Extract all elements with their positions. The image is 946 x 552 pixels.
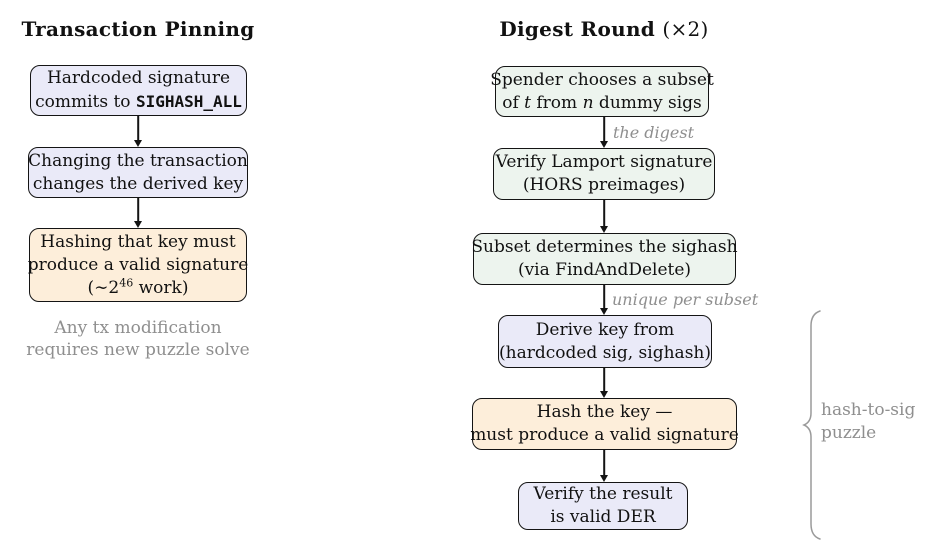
node-text: Verify the result <box>533 484 673 504</box>
math-var: n <box>582 92 594 113</box>
node-text: is valid DER <box>550 507 656 527</box>
arrow-head <box>600 141 608 148</box>
arrow-shaft <box>603 450 605 476</box>
node-line: is valid DER <box>550 506 655 529</box>
node-text: work) <box>133 277 189 298</box>
arrow-down-icon <box>598 450 610 482</box>
node-line: Verify Lamport signature <box>496 151 713 174</box>
node-text: Spender chooses a subset <box>490 69 714 90</box>
math-var: t <box>524 92 531 113</box>
node-verify-der: Verify the result is valid DER <box>518 482 688 530</box>
arrow-shaft <box>603 200 605 227</box>
right-column-title: Digest Round (×2) <box>466 17 742 41</box>
arrow-down-icon <box>598 200 610 233</box>
node-text: commits to <box>35 92 136 112</box>
arrow-head <box>134 140 142 147</box>
node-spender-subset: Spender chooses a subset of t from n dum… <box>490 66 714 117</box>
arrow-shaft <box>137 116 139 141</box>
curly-brace-icon <box>802 310 821 540</box>
node-text: (hardcoded sig, sighash) <box>499 342 711 363</box>
node-line: commits to SIGHASH_ALL <box>35 90 242 114</box>
node-text: Changing the transaction <box>28 150 248 171</box>
arrow-down-icon <box>132 116 144 147</box>
node-line: produce a valid signature <box>28 254 249 277</box>
node-text: must produce a valid signature <box>470 425 739 445</box>
arrow-shaft <box>603 285 605 309</box>
node-text: Hashing that key must <box>40 231 236 252</box>
node-hardcoded-signature: Hardcoded signature commits to SIGHASH_A… <box>30 65 247 116</box>
node-line: Verify the result <box>533 483 672 506</box>
node-text: dummy sigs <box>593 92 702 113</box>
brace-label: hash-to-sig puzzle <box>821 399 915 445</box>
edge-label-digest: the digest <box>613 123 694 142</box>
arrow-down-icon <box>598 285 610 315</box>
arrow-head <box>600 475 608 482</box>
code-text: SIGHASH_ALL <box>135 92 242 111</box>
arrow-down-icon <box>132 198 144 228</box>
arrow-shaft <box>603 117 605 142</box>
node-text: from <box>530 92 583 113</box>
node-changing-transaction: Changing the transaction changes the der… <box>28 147 248 198</box>
node-text: of <box>502 92 525 113</box>
left-footnote: Any tx modification requires new puzzle … <box>0 317 276 361</box>
footnote-line: Any tx modification <box>54 318 222 338</box>
node-text: Derive key from <box>535 319 675 340</box>
node-hash-the-key: Hash the key — must produce a valid sign… <box>470 398 739 450</box>
arrow-head <box>600 308 608 315</box>
arrow-shaft <box>137 198 139 222</box>
node-line: (HORS preimages) <box>523 174 685 197</box>
brace-label-line: puzzle <box>821 423 877 443</box>
node-line: Subset determines the sighash <box>471 236 737 259</box>
node-line: (hardcoded sig, sighash) <box>499 342 711 365</box>
node-hashing-key: Hashing that key must produce a valid si… <box>28 228 249 302</box>
node-text: changes the derived key <box>32 173 244 194</box>
node-line: must produce a valid signature <box>470 424 739 447</box>
node-line: Changing the transaction <box>28 150 248 173</box>
footnote-line: requires new puzzle solve <box>26 340 250 360</box>
node-text: Subset determines the sighash <box>471 237 738 257</box>
arrow-down-icon <box>598 368 610 398</box>
arrow-head <box>600 391 608 398</box>
arrow-head <box>134 221 142 228</box>
node-derive-key: Derive key from (hardcoded sig, sighash) <box>498 315 712 368</box>
left-title-text: Transaction Pinning <box>21 17 255 41</box>
node-line: Hash the key — <box>537 401 673 424</box>
node-line: Derive key from <box>536 319 674 342</box>
node-line: Hardcoded signature <box>47 67 230 90</box>
right-title-suffix: (×2) <box>662 17 709 41</box>
arrow-shaft <box>603 368 605 392</box>
node-text: Hash the key — <box>536 402 673 422</box>
node-text: produce a valid signature <box>27 254 249 275</box>
node-line: (∼246 work) <box>88 277 189 300</box>
node-line: changes the derived key <box>33 173 243 196</box>
node-text: (∼2 <box>87 277 120 298</box>
brace-label-line: hash-to-sig <box>821 400 916 420</box>
node-text: (via FindAndDelete) <box>517 260 692 280</box>
node-line: of t from n dummy sigs <box>502 92 702 115</box>
arrow-down-icon <box>598 117 610 148</box>
node-subset-sighash: Subset determines the sighash (via FindA… <box>471 233 738 285</box>
node-line: Spender chooses a subset <box>490 69 714 92</box>
right-title-text: Digest Round <box>499 17 656 41</box>
left-column-title: Transaction Pinning <box>0 17 276 41</box>
node-verify-lamport: Verify Lamport signature (HORS preimages… <box>493 148 715 200</box>
node-text: Verify Lamport signature <box>495 152 713 172</box>
edge-label-unique: unique per subset <box>612 290 759 309</box>
node-text: (HORS preimages) <box>522 175 686 195</box>
node-line: (via FindAndDelete) <box>518 259 691 282</box>
node-text: Hardcoded signature <box>46 68 231 88</box>
superscript-text: 46 <box>119 275 134 289</box>
arrow-head <box>600 226 608 233</box>
node-line: Hashing that key must <box>40 231 235 254</box>
